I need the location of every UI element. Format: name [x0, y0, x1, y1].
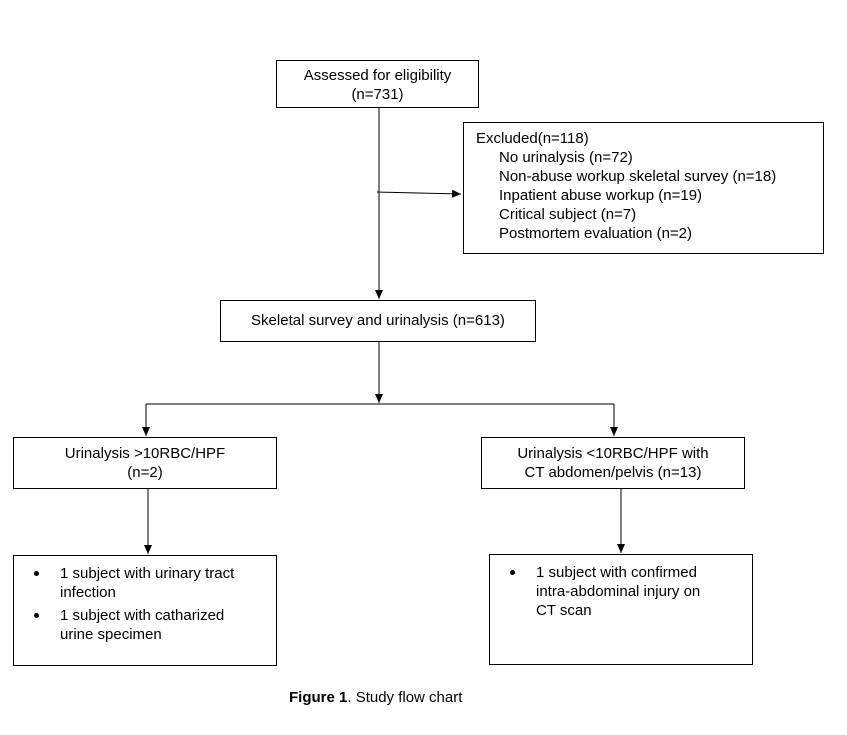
right-outcomes-box: 1 subject with confirmed intra-abdominal… — [489, 554, 753, 665]
figure-label: Figure 1 — [289, 689, 348, 706]
right-branch-criteria: Urinalysis <10RBC/HPF with — [517, 445, 709, 462]
left-branch-count: (n=2) — [127, 464, 163, 481]
excluded-item: Critical subject (n=7) — [499, 206, 637, 223]
excluded-box: Excluded(n=118) No urinalysis (n=72) Non… — [463, 122, 824, 254]
assessed-box: Assessed for eligibility (n=731) — [276, 60, 479, 108]
assessed-count: (n=731) — [351, 86, 404, 103]
figure-caption-text: . Study flow chart — [347, 689, 463, 706]
excluded-item: No urinalysis (n=72) — [499, 149, 633, 166]
left-outcomes-box: 1 subject with urinary tract infection 1… — [13, 555, 277, 666]
survey-label: Skeletal survey and urinalysis (n=613) — [251, 312, 505, 329]
list-item: 1 subject with confirmed intra-abdominal… — [502, 563, 746, 620]
survey-box: Skeletal survey and urinalysis (n=613) — [220, 300, 536, 342]
excluded-item: Inpatient abuse workup (n=19) — [499, 187, 703, 204]
left-branch-box: Urinalysis >10RBC/HPF (n=2) — [13, 437, 277, 489]
arrow-to-excluded — [376, 189, 462, 198]
right-branch-count: CT abdomen/pelvis (n=13) — [524, 464, 702, 481]
list-item: 1 subject with catharized urine specimen — [26, 606, 270, 644]
list-item: 1 subject with urinary tract infection — [26, 564, 270, 602]
left-branch-criteria: Urinalysis >10RBC/HPF — [64, 445, 226, 462]
figure-caption: Figure 1. Study flow chart — [289, 689, 462, 706]
excluded-item: Non-abuse workup skeletal survey (n=18) — [499, 168, 777, 185]
right-branch-box: Urinalysis <10RBC/HPF with CT abdomen/pe… — [481, 437, 745, 489]
excluded-item: Postmortem evaluation (n=2) — [499, 225, 693, 242]
assessed-label: Assessed for eligibility — [303, 67, 452, 84]
left-outcomes-list: 1 subject with urinary tract infection 1… — [26, 564, 270, 644]
excluded-title: Excluded(n=118) — [476, 130, 589, 147]
right-outcomes-list: 1 subject with confirmed intra-abdominal… — [502, 563, 746, 620]
